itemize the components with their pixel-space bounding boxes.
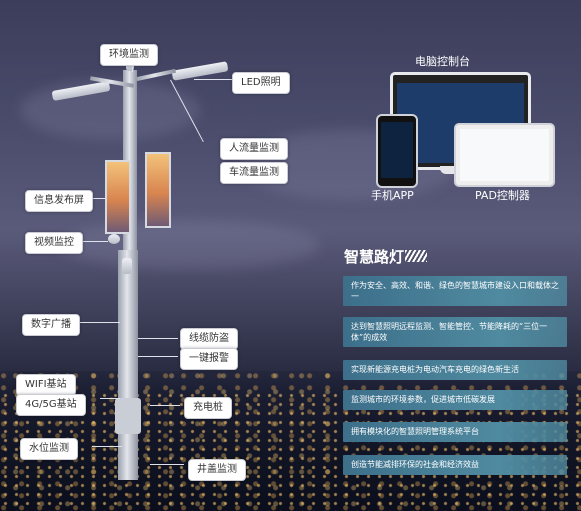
speaker-box [122, 258, 132, 274]
label-info-screen: 信息发布屏 [25, 190, 93, 212]
connector-line [194, 79, 244, 80]
charging-unit [115, 398, 141, 434]
feature-item: 实现新能源充电桩为电动汽车充电的绿色新生活 [343, 360, 567, 380]
connector-line [138, 356, 178, 357]
city-lights [0, 391, 581, 511]
label-led-light: LED照明 [232, 72, 290, 94]
label-digital-broadcast: 数字广播 [22, 314, 80, 336]
feature-item: 达到智慧照明远程监测、智能管控、节能降耗的“三位一体”的成效 [343, 317, 567, 347]
cloud [60, 220, 320, 270]
label-vehicle-flow: 车流量监测 [220, 162, 288, 184]
connector-line [150, 464, 184, 465]
camera [108, 234, 120, 244]
connector-line [150, 405, 180, 406]
tablet-device [454, 123, 555, 187]
label-wifi-station: WIFI基站 [16, 374, 76, 396]
connector-line [138, 338, 178, 339]
mobile-app-title: 手机APP [371, 189, 414, 202]
phone-screen [381, 122, 413, 178]
mobile-phone [376, 114, 418, 188]
label-video-monitor: 视频监控 [25, 232, 83, 254]
feature-item: 拥有模块化的智慧照明管理系统平台 [343, 422, 567, 442]
connector-line [132, 60, 133, 72]
label-charging-pile: 充电桩 [184, 397, 232, 419]
label-env-monitor: 环境监测 [100, 44, 158, 66]
lamp-head-right [171, 61, 229, 81]
connector-line [72, 241, 108, 242]
info-screen-left [105, 160, 131, 234]
label-water-level: 水位监测 [20, 438, 78, 460]
feature-item: 监测城市的环境参数，促进城市低碳发展 [343, 390, 567, 410]
feature-panel-title: 智慧路灯 [344, 248, 405, 266]
cloud [20, 80, 200, 140]
label-manhole-monitor: 井盖监测 [188, 459, 246, 481]
label-one-key-alarm: 一键报警 [180, 348, 238, 370]
connector-line [92, 446, 122, 447]
title-decoration [405, 250, 427, 262]
pad-control-title: PAD控制器 [475, 189, 530, 202]
info-screen-right [145, 152, 171, 228]
label-cable-antitheft: 线缆防盗 [180, 328, 238, 350]
tablet-screen [460, 129, 549, 181]
label-people-flow: 人流量监测 [220, 138, 288, 160]
label-4g5g-station: 4G/5G基站 [16, 394, 86, 416]
feature-item: 作为安全、高效、和谐、绿色的智慧城市建设入口和载体之一 [343, 276, 567, 306]
connector-line [100, 398, 120, 399]
connector-line [78, 322, 120, 323]
feature-item: 创造节能减排环保的社会和经济效益 [343, 455, 567, 475]
pc-control-title: 电脑控制台 [415, 55, 470, 68]
